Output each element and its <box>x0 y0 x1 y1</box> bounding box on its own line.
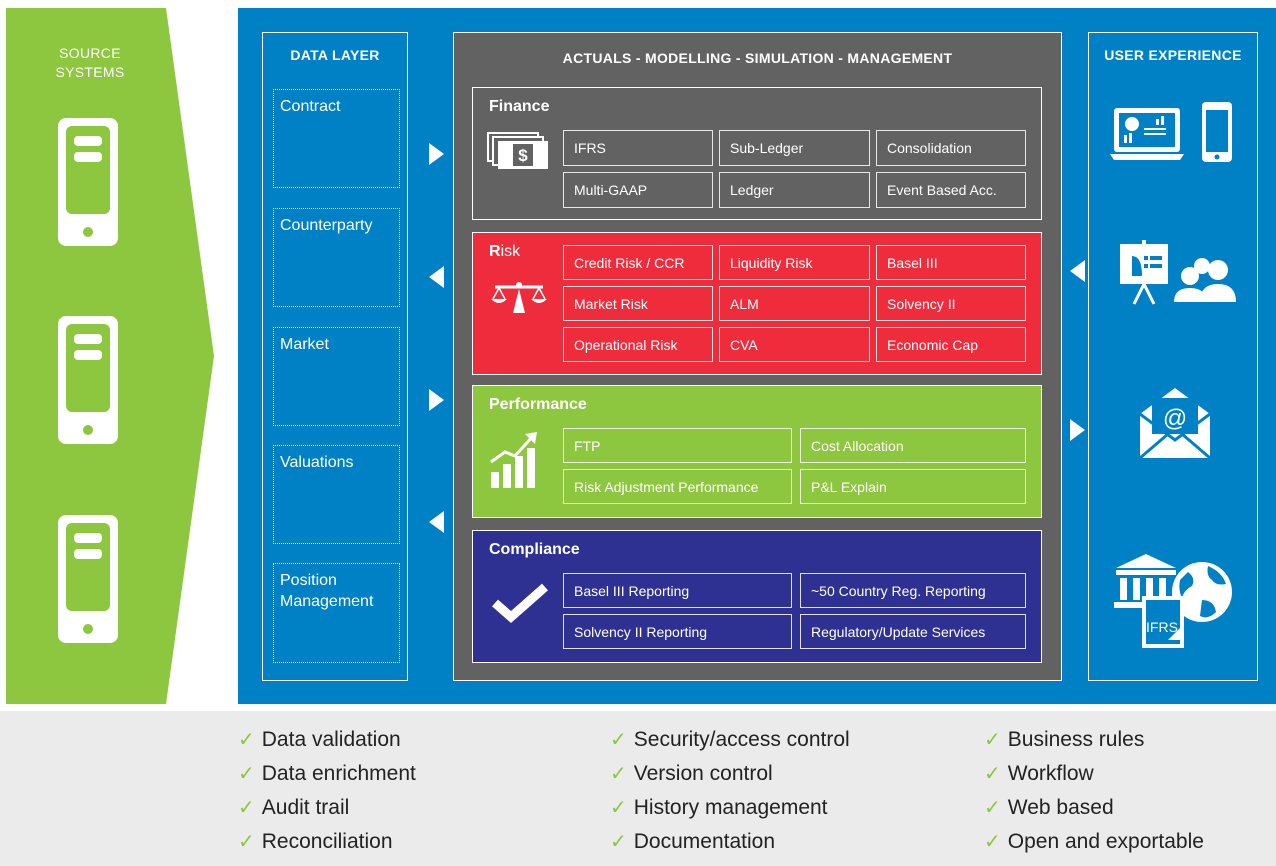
compliance-cell-basel-iii-reporting[interactable]: Basel III Reporting <box>563 573 792 608</box>
banknotes-icon: $ <box>487 132 548 169</box>
email-icon[interactable]: @ <box>1136 384 1214 462</box>
user-experience-title: USER EXPERIENCE <box>1104 47 1242 63</box>
source-systems-label: SOURCE SYSTEMS <box>55 45 125 80</box>
finance-cell-consolidation[interactable]: Consolidation <box>876 130 1026 166</box>
data-layer-item-valuations[interactable]: Valuations <box>273 445 400 544</box>
risk-cell-operational-risk[interactable]: Operational Risk <box>563 327 713 362</box>
arrow-left-icon <box>1070 260 1085 282</box>
performance-cell-cost-allocation[interactable]: Cost Allocation <box>800 428 1026 463</box>
check-icon: ✓ <box>610 729 627 751</box>
arrow-right-icon <box>429 389 444 411</box>
scales-icon <box>491 282 547 313</box>
feature-item: ✓Web based <box>984 796 1114 819</box>
risk-cell-cva[interactable]: CVA <box>719 327 870 362</box>
finance-module: Finance $ IFRS Sub-Ledger Consolidation … <box>472 87 1042 220</box>
finance-cell-sub-ledger[interactable]: Sub-Ledger <box>719 130 870 166</box>
check-icon: ✓ <box>238 729 255 751</box>
risk-cell-economic-cap[interactable]: Economic Cap <box>876 327 1026 362</box>
check-icon: ✓ <box>610 797 627 819</box>
feature-item: ✓Reconciliation <box>238 830 393 853</box>
check-icon: ✓ <box>610 831 627 853</box>
server-icon <box>58 118 118 246</box>
feature-item: ✓Version control <box>610 762 773 785</box>
check-icon: ✓ <box>238 831 255 853</box>
compliance-title: Compliance <box>489 541 580 558</box>
feature-item: ✓Data enrichment <box>238 762 416 785</box>
check-icon: ✓ <box>610 763 627 785</box>
dollar-sign: $ <box>518 146 528 165</box>
center-panel-title: ACTUALS - MODELLING - SIMULATION - MANAG… <box>562 50 953 66</box>
checkmark-icon <box>492 583 548 623</box>
risk-cell-market-risk[interactable]: Market Risk <box>563 286 713 321</box>
feature-item: ✓Business rules <box>984 728 1145 751</box>
feature-item: ✓Open and exportable <box>984 830 1204 853</box>
performance-module: Performance FTP Cost Allocation Risk Adj… <box>472 385 1042 518</box>
finance-cell-multi-gaap[interactable]: Multi-GAAP <box>563 172 713 208</box>
data-layer-item-market[interactable]: Market <box>273 327 400 426</box>
features-panel <box>0 711 1276 866</box>
check-icon: ✓ <box>238 763 255 785</box>
performance-title: Performance <box>489 396 587 413</box>
at-sign: @ <box>1163 405 1187 432</box>
user-experience-column: USER EXPERIENCE <box>1088 32 1258 681</box>
data-layer-column: DATA LAYER <box>262 32 408 681</box>
finance-cell-event-based-acc[interactable]: Event Based Acc. <box>876 172 1026 208</box>
feature-column-1: ✓Data validation ✓Data enrichment ✓Audit… <box>238 725 416 861</box>
check-icon: ✓ <box>984 831 1001 853</box>
arrow-left-icon <box>429 511 444 533</box>
arrow-left-icon <box>429 266 444 288</box>
feature-item: ✓Security/access control <box>610 728 850 751</box>
risk-cell-basel-iii[interactable]: Basel III <box>876 245 1026 280</box>
performance-cell-risk-adjustment-performance[interactable]: Risk Adjustment Performance <box>563 469 792 504</box>
feature-item: ✓Audit trail <box>238 796 350 819</box>
check-icon: ✓ <box>984 763 1001 785</box>
check-icon: ✓ <box>984 797 1001 819</box>
feature-item: ✓History management <box>610 796 828 819</box>
arrow-right-icon <box>429 143 444 165</box>
risk-title: Risk <box>489 243 521 260</box>
compliance-cell-country-reg-reporting[interactable]: ~50 Country Reg. Reporting <box>800 573 1026 608</box>
performance-cell-ftp[interactable]: FTP <box>563 428 792 463</box>
data-layer-item-counterparty[interactable]: Counterparty <box>273 208 400 307</box>
feature-column-3: ✓Business rules ✓Workflow ✓Web based ✓Op… <box>984 725 1204 861</box>
server-icon <box>58 515 118 643</box>
growth-chart-icon <box>490 432 537 488</box>
data-layer-title: DATA LAYER <box>290 47 380 63</box>
laptop-tablet-icon[interactable] <box>1110 100 1240 166</box>
feature-item: ✓Workflow <box>984 762 1094 785</box>
feature-item: ✓Documentation <box>610 830 776 853</box>
data-layer-item-position-management[interactable]: Position Management <box>273 563 400 663</box>
compliance-cell-solvency-ii-reporting[interactable]: Solvency II Reporting <box>563 614 792 649</box>
finance-cell-ifrs[interactable]: IFRS <box>563 130 713 166</box>
feature-column-2: ✓Security/access control ✓Version contro… <box>610 725 850 861</box>
risk-module: Risk Credit Risk / CCR Liquidity Risk Ba… <box>472 232 1042 375</box>
feature-item: ✓Data validation <box>238 728 401 751</box>
server-icon <box>58 316 118 444</box>
presentation-users-icon[interactable] <box>1106 240 1240 310</box>
finance-title: Finance <box>489 98 550 115</box>
ifrs-label: IFRS <box>1146 619 1178 635</box>
compliance-module: Compliance Basel III Reporting ~50 Count… <box>472 530 1042 663</box>
risk-cell-credit-risk[interactable]: Credit Risk / CCR <box>563 245 713 280</box>
finance-cell-ledger[interactable]: Ledger <box>719 172 870 208</box>
performance-cell-pl-explain[interactable]: P&L Explain <box>800 469 1026 504</box>
arrow-right-icon <box>1070 419 1085 441</box>
data-layer-item-contract[interactable]: Contract <box>273 89 400 188</box>
compliance-cell-regulatory-update-services[interactable]: Regulatory/Update Services <box>800 614 1026 649</box>
risk-cell-liquidity-risk[interactable]: Liquidity Risk <box>719 245 870 280</box>
bank-globe-icon[interactable]: IFRS <box>1112 550 1236 650</box>
check-icon: ✓ <box>238 797 255 819</box>
risk-cell-alm[interactable]: ALM <box>719 286 870 321</box>
check-icon: ✓ <box>984 729 1001 751</box>
risk-cell-solvency-ii[interactable]: Solvency II <box>876 286 1026 321</box>
